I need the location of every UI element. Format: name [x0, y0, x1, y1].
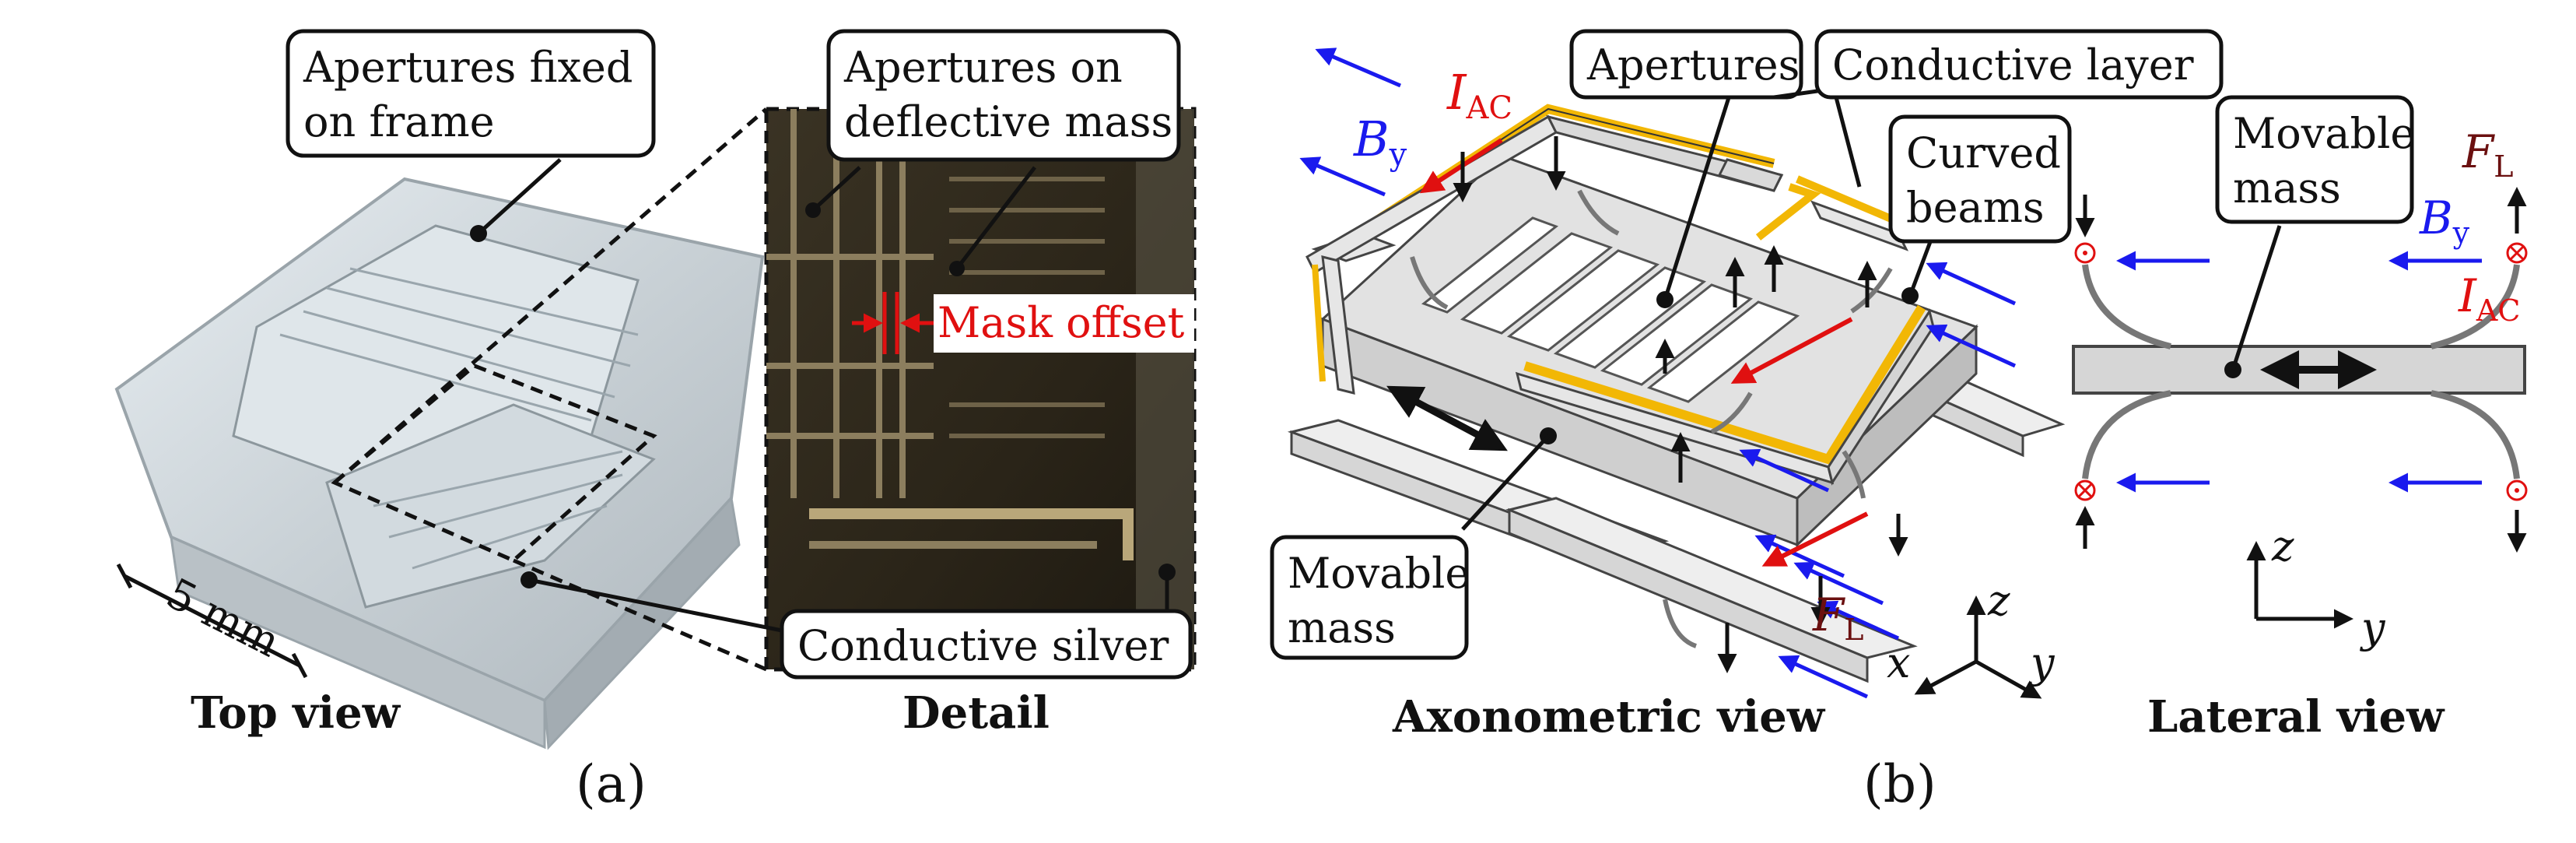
callout-lat-mass-line2: mass	[2233, 163, 2341, 213]
callout-conductive-layer: Conductive layer	[1773, 29, 2224, 188]
panel-a-label: (a)	[576, 754, 647, 814]
lat-by-label: By	[2419, 191, 2470, 250]
mask-offset: Mask offset	[852, 292, 1194, 354]
lateral-axes	[2246, 541, 2353, 629]
panel-b-axonometric: IAC By FL Apertures Conductive layer Cur…	[1270, 29, 2224, 743]
callout-axo-mass-line1: Movable	[1288, 549, 1470, 598]
panel-a: Apertures fixed on frame 5 mm Top view	[114, 29, 1197, 814]
callout-apertures-mass: Apertures on deflective mass	[805, 29, 1181, 276]
callout-frame-line2: on frame	[303, 97, 495, 146]
b-field-arrows	[1299, 47, 2017, 699]
axo-axis-x: x	[1887, 638, 1910, 687]
callout-movable-mass-lateral: Movable mass	[2215, 95, 2415, 224]
detail-photo	[764, 107, 1197, 672]
current-symbols	[2074, 242, 2528, 501]
axo-axis-y: y	[2029, 638, 2056, 687]
panel-b-lateral: Movable mass FL By IAC z y Lateral view	[2072, 95, 2528, 743]
top-frame	[1306, 104, 1935, 486]
callout-layer-label: Conductive layer	[1832, 40, 2194, 90]
lat-axis-y: y	[2360, 603, 2386, 652]
callout-beams-line2: beams	[1906, 183, 2045, 232]
top-view-photo	[114, 177, 765, 750]
axo-iac-label: IAC	[1446, 64, 1512, 126]
lat-fl-label: FL	[2462, 125, 2513, 184]
axo-by-label: By	[1353, 111, 1407, 173]
callout-lat-mass-line1: Movable	[2233, 109, 2415, 158]
force-arrows	[1453, 136, 1908, 673]
lateral-caption: Lateral view	[2147, 691, 2445, 743]
axo-caption: Axonometric view	[1392, 691, 1826, 743]
lat-axis-z: z	[2271, 522, 2294, 571]
callout-frame-line1: Apertures fixed	[303, 43, 633, 92]
callout-apertures-label: Apertures	[1586, 40, 1800, 90]
detail-caption: Detail	[902, 687, 1050, 739]
panel-b-label: (b)	[1863, 754, 1936, 814]
curved-beams	[1410, 189, 1893, 648]
callout-silver-label: Conductive silver	[797, 621, 1169, 670]
lateral-force-arrows	[2075, 187, 2527, 553]
axo-fl-label: FL	[1812, 588, 1863, 647]
mask-offset-label: Mask offset	[938, 298, 1185, 347]
callout-movable-mass-axo: Movable mass	[1270, 535, 1470, 660]
lateral-beams	[2082, 264, 2520, 479]
axo-axis-z: z	[1987, 576, 2010, 625]
callout-silver: Conductive silver	[528, 564, 1193, 680]
callout-curved-beams: Curved beams	[1888, 114, 2072, 297]
callout-mass-line2: deflective mass	[844, 97, 1172, 146]
axo-axes	[1914, 595, 2042, 699]
callout-beams-line1: Curved	[1906, 128, 2061, 177]
callout-apertures-frame: Apertures fixed on frame	[286, 29, 656, 242]
callout-axo-mass-line2: mass	[1288, 603, 1396, 652]
callout-mass-line1: Apertures on	[843, 43, 1123, 92]
lateral-b-arrows	[2116, 251, 2482, 493]
callout-apertures: Apertures	[1569, 29, 1803, 300]
lat-iac-label: IAC	[2458, 269, 2520, 328]
top-view-caption: Top view	[191, 687, 401, 739]
